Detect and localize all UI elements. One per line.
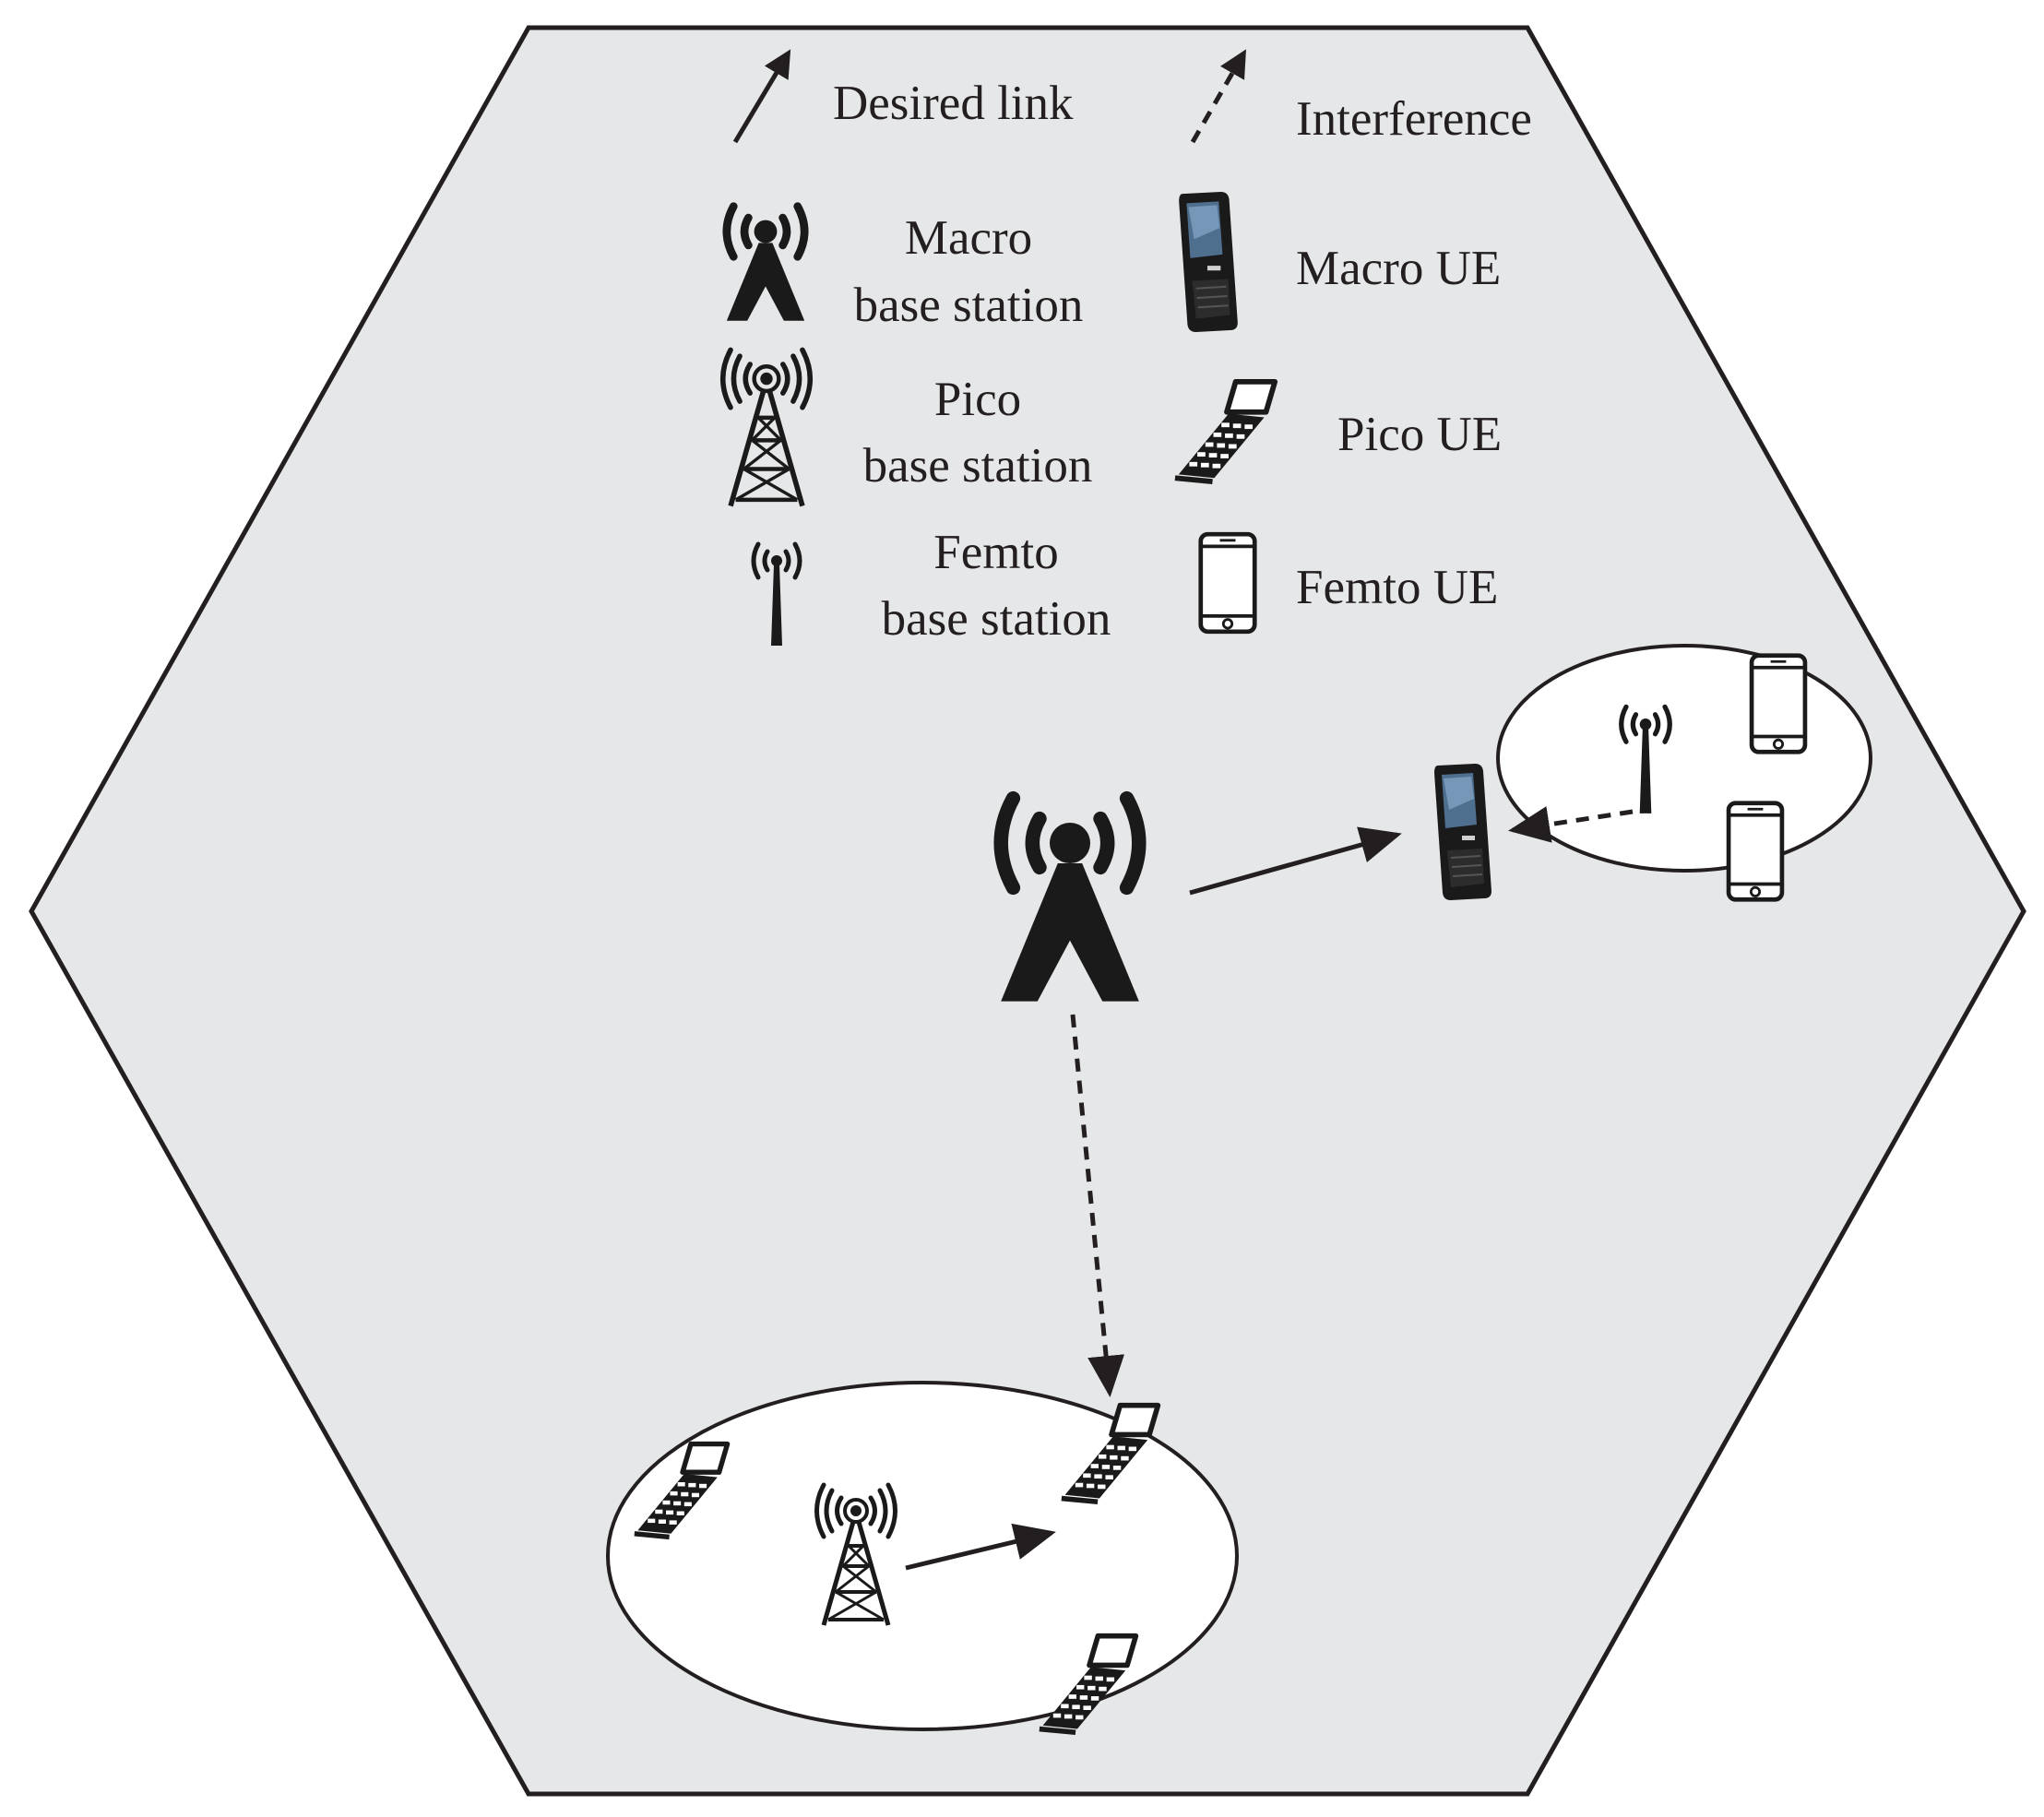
legend-slider-phone-icon [1178,191,1239,332]
femto-ue-icon-upper [1752,656,1805,753]
macro-to-macro-ue-link [1189,826,1402,896]
legend-femto-ue-label: Femto UE [1296,561,1498,614]
legend-macro-bs-line1: Macro [905,211,1032,265]
pico-to-pico-ue-link [905,1523,1056,1571]
legend-pico-bs-line1: Pico [934,373,1021,426]
legend-femto-bs-line2: base station [882,592,1111,646]
legend-macro-ue-label: Macro UE [1296,242,1501,295]
legend-femto-bs-line1: Femto [933,526,1058,579]
femto-cell-area [1496,644,1872,873]
macro-ue-phone-icon [1432,762,1493,900]
legend-desired-link-arrow [732,49,791,144]
legend-pico-bs-line2: base station [863,439,1093,493]
legend-interference-label: Interference [1296,92,1532,146]
legend-smartphone-icon [1201,534,1254,632]
femto-ue-icon-lower [1729,803,1782,900]
femto-to-macro-ue-interference [1508,806,1634,843]
legend-desired-link-label: Desired link [833,77,1074,130]
legend-macro-bs-line2: base station [854,279,1084,332]
pico-cell-area [606,1381,1239,1731]
legend-pico-ue-label: Pico UE [1337,408,1502,461]
legend-interference-arrow [1190,49,1246,144]
macro-cell-hexagon [29,25,2026,1797]
macro-to-pico-ue-interference [1070,1014,1125,1397]
